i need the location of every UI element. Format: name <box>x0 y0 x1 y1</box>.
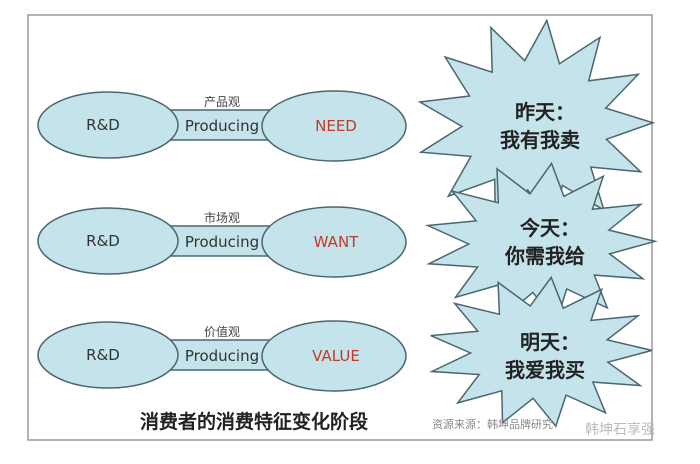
producing-link <box>169 225 276 257</box>
stage-row: R&D 市场观 Producing WANT 今天： 你需我给 <box>37 161 658 324</box>
concept-label: 产品观 <box>204 95 240 109</box>
burst-line2: 你需我给 <box>504 244 585 268</box>
producing-link <box>169 339 276 371</box>
producing-label: Producing <box>185 347 259 365</box>
frame <box>27 14 653 441</box>
watermark: 韩坤石享强 <box>585 421 655 438</box>
rd-ellipse <box>37 207 179 275</box>
producing-label: Producing <box>185 233 259 251</box>
stage-row: R&D 价值观 Producing VALUE 明天： 我爱我买 <box>37 275 653 428</box>
rd-label: R&D <box>86 116 120 134</box>
burst-line1: 明天： <box>520 330 580 354</box>
rd-label: R&D <box>86 232 120 250</box>
target-ellipse <box>261 206 407 278</box>
starburst <box>424 161 658 324</box>
concept-label: 市场观 <box>204 210 240 225</box>
burst-line2: 我爱我买 <box>505 358 585 382</box>
producing-label: Producing <box>185 117 259 135</box>
rd-ellipse <box>37 321 179 389</box>
starburst <box>417 18 656 231</box>
target-ellipse <box>261 320 407 392</box>
burst-line1: 今天： <box>520 216 580 240</box>
burst-line2: 我有我卖 <box>500 128 580 152</box>
rd-label: R&D <box>86 346 120 364</box>
source-note: 资源来源：韩坤品牌研究 <box>432 417 553 431</box>
diagram-title: 消费者的消费特征变化阶段 <box>140 410 369 433</box>
rd-ellipse <box>37 91 179 159</box>
target-label: NEED <box>315 117 357 135</box>
stage-row: R&D 产品观 Producing NEED 昨天： 我有我卖 <box>37 18 656 231</box>
burst-line1: 昨天： <box>515 100 575 124</box>
concept-label: 价值观 <box>204 324 240 339</box>
target-label: WANT <box>314 233 359 251</box>
target-label: VALUE <box>312 347 360 365</box>
starburst <box>428 275 653 428</box>
target-ellipse <box>261 90 407 162</box>
